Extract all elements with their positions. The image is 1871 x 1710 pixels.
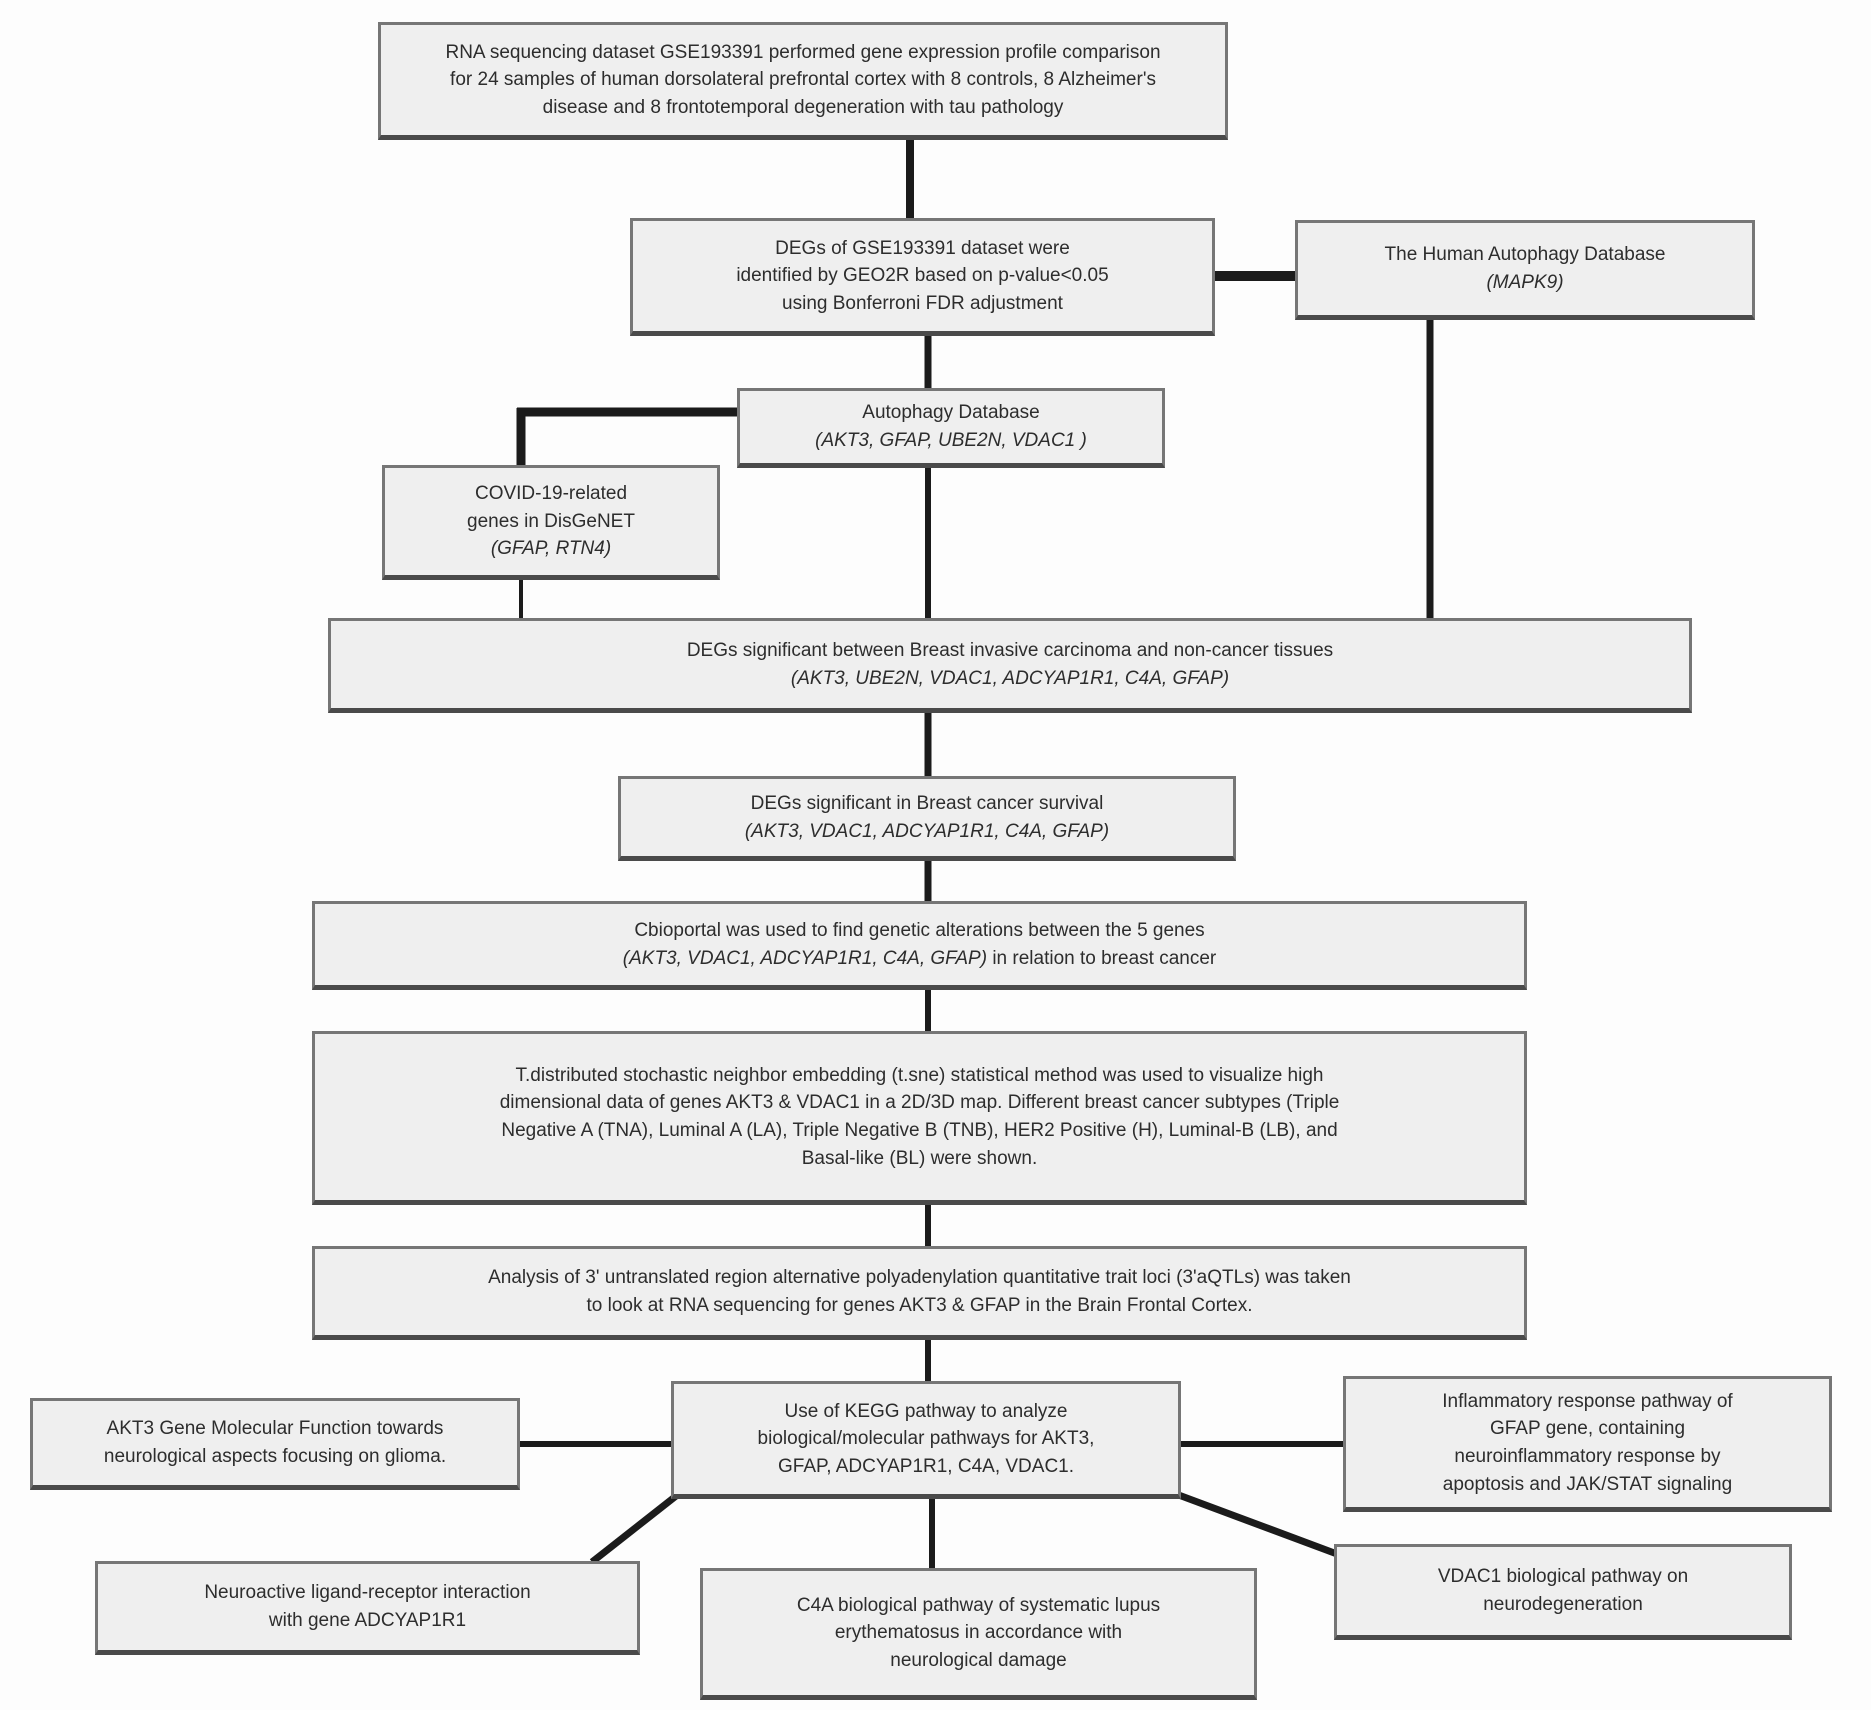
box-c4a-lupus-line2: erythematosus in accordance with — [834, 1622, 1123, 1644]
box-akt3-glioma-line2: neurological aspects focusing on glioma. — [103, 1446, 447, 1467]
box-tsne-line1: T.distributed stochastic neighbor embedd… — [515, 1064, 1324, 1086]
box-akt3-glioma-line1: AKT3 Gene Molecular Function towards — [106, 1418, 444, 1440]
box-brca-degs-genes: (AKT3, UBE2N, VDAC1, ADCYAP1R1, C4A, GFA… — [790, 667, 1230, 689]
box-inflammatory-line3: neuroinflammatory response by — [1454, 1446, 1721, 1467]
box-vdac1-line1: VDAC1 biological pathway on — [1437, 1566, 1689, 1588]
box-autophagy-database-genes: (AKT3, GFAP, UBE2N, VDAC1 ) — [815, 430, 1087, 451]
box-aqtl: Analysis of 3' untranslated region alter… — [312, 1246, 1527, 1340]
box-degs-geo2r-line1: DEGs of GSE193391 dataset were — [775, 237, 1070, 259]
box-c4a-lupus-line3: neurological damage — [890, 1649, 1067, 1671]
box-brca-degs: DEGs significant between Breast invasive… — [328, 618, 1692, 713]
box-tsne-line3: Negative A (TNA), Luminal A (LA), Triple… — [501, 1120, 1338, 1141]
box-kegg-line3: GFAP, ADCYAP1R1, C4A, VDAC1. — [777, 1455, 1075, 1477]
box-cbioportal-line2: (AKT3, VDAC1, ADCYAP1R1, C4A, GFAP) in r… — [331, 945, 1508, 973]
box-akt3-glioma: AKT3 Gene Molecular Function towards neu… — [30, 1398, 520, 1490]
box-rna-dataset-line1: RNA sequencing dataset GSE193391 perform… — [445, 41, 1161, 63]
box-human-autophagy-database: The Human Autophagy Database (MAPK9) — [1295, 220, 1755, 320]
box-vdac1-neurodegeneration: VDAC1 biological pathway on neurodegener… — [1334, 1544, 1792, 1640]
box-survival-degs-genes: (AKT3, VDAC1, ADCYAP1R1, C4A, GFAP) — [744, 820, 1110, 842]
box-autophagy-database-title: Autophagy Database — [862, 402, 1040, 424]
box-kegg-line1: Use of KEGG pathway to analyze — [784, 1400, 1068, 1422]
box-brca-degs-title: DEGs significant between Breast invasive… — [686, 639, 1334, 661]
box-human-autophagy-database-title: The Human Autophagy Database — [1384, 244, 1666, 266]
box-tsne: T.distributed stochastic neighbor embedd… — [312, 1031, 1527, 1205]
box-cbioportal-title: Cbioportal was used to find genetic alte… — [634, 919, 1205, 941]
box-kegg: Use of KEGG pathway to analyze biologica… — [671, 1381, 1181, 1499]
box-aqtl-line2: to look at RNA sequencing for genes AKT3… — [586, 1295, 1253, 1316]
box-covid-disgenet-line2: genes in DisGeNET — [467, 510, 635, 532]
box-cbioportal-suffix: in relation to breast cancer — [987, 947, 1217, 969]
box-covid-disgenet-genes: (GFAP, RTN4) — [490, 538, 612, 560]
box-inflammatory: Inflammatory response pathway of GFAP ge… — [1343, 1376, 1832, 1512]
box-degs-geo2r-line3: using Bonferroni FDR adjustment — [782, 292, 1063, 314]
connector-kegg-to-vdac1 — [1174, 1490, 1339, 1558]
box-degs-geo2r-line2: identified by GEO2R based on p-value<0.0… — [736, 265, 1109, 287]
box-degs-geo2r: DEGs of GSE193391 dataset were identifie… — [630, 218, 1215, 336]
box-tsne-line4: Basal-like (BL) were shown. — [801, 1147, 1038, 1169]
box-human-autophagy-database-genes: (MAPK9) — [1486, 272, 1564, 293]
box-cbioportal-genes: (AKT3, VDAC1, ADCYAP1R1, C4A, GFAP) — [622, 947, 988, 969]
box-covid-disgenet-line1: COVID-19-related — [474, 483, 628, 505]
box-c4a-lupus: C4A biological pathway of systematic lup… — [700, 1568, 1257, 1700]
box-neuroactive: Neuroactive ligand-receptor interaction … — [95, 1561, 640, 1655]
box-inflammatory-line4: apoptosis and JAK/STAT signaling — [1442, 1473, 1733, 1495]
box-autophagy-database: Autophagy Database (AKT3, GFAP, UBE2N, V… — [737, 388, 1165, 468]
box-neuroactive-line1: Neuroactive ligand-receptor interaction — [204, 1582, 531, 1604]
box-kegg-line2: biological/molecular pathways for AKT3, — [757, 1428, 1095, 1450]
box-aqtl-line1: Analysis of 3' untranslated region alter… — [488, 1267, 1351, 1289]
box-survival-degs: DEGs significant in Breast cancer surviv… — [618, 776, 1236, 861]
box-survival-degs-title: DEGs significant in Breast cancer surviv… — [750, 792, 1104, 814]
box-cbioportal: Cbioportal was used to find genetic alte… — [312, 901, 1527, 990]
box-neuroactive-line2: with gene ADCYAP1R1 — [268, 1610, 467, 1631]
box-rna-dataset: RNA sequencing dataset GSE193391 perform… — [378, 22, 1228, 140]
box-tsne-line2: dimensional data of genes AKT3 & VDAC1 i… — [499, 1092, 1340, 1114]
box-inflammatory-line1: Inflammatory response pathway of — [1442, 1390, 1733, 1412]
box-rna-dataset-line2: for 24 samples of human dorsolateral pre… — [450, 69, 1156, 91]
box-c4a-lupus-line1: C4A biological pathway of systematic lup… — [796, 1594, 1161, 1616]
box-covid-disgenet: COVID-19-related genes in DisGeNET (GFAP… — [382, 465, 720, 580]
box-vdac1-line2: neurodegeneration — [1483, 1594, 1643, 1615]
connector-kegg-to-neuroactive — [589, 1493, 679, 1565]
box-rna-dataset-line3: disease and 8 frontotemporal degeneratio… — [542, 96, 1064, 118]
box-inflammatory-line2: GFAP gene, containing — [1489, 1418, 1686, 1440]
